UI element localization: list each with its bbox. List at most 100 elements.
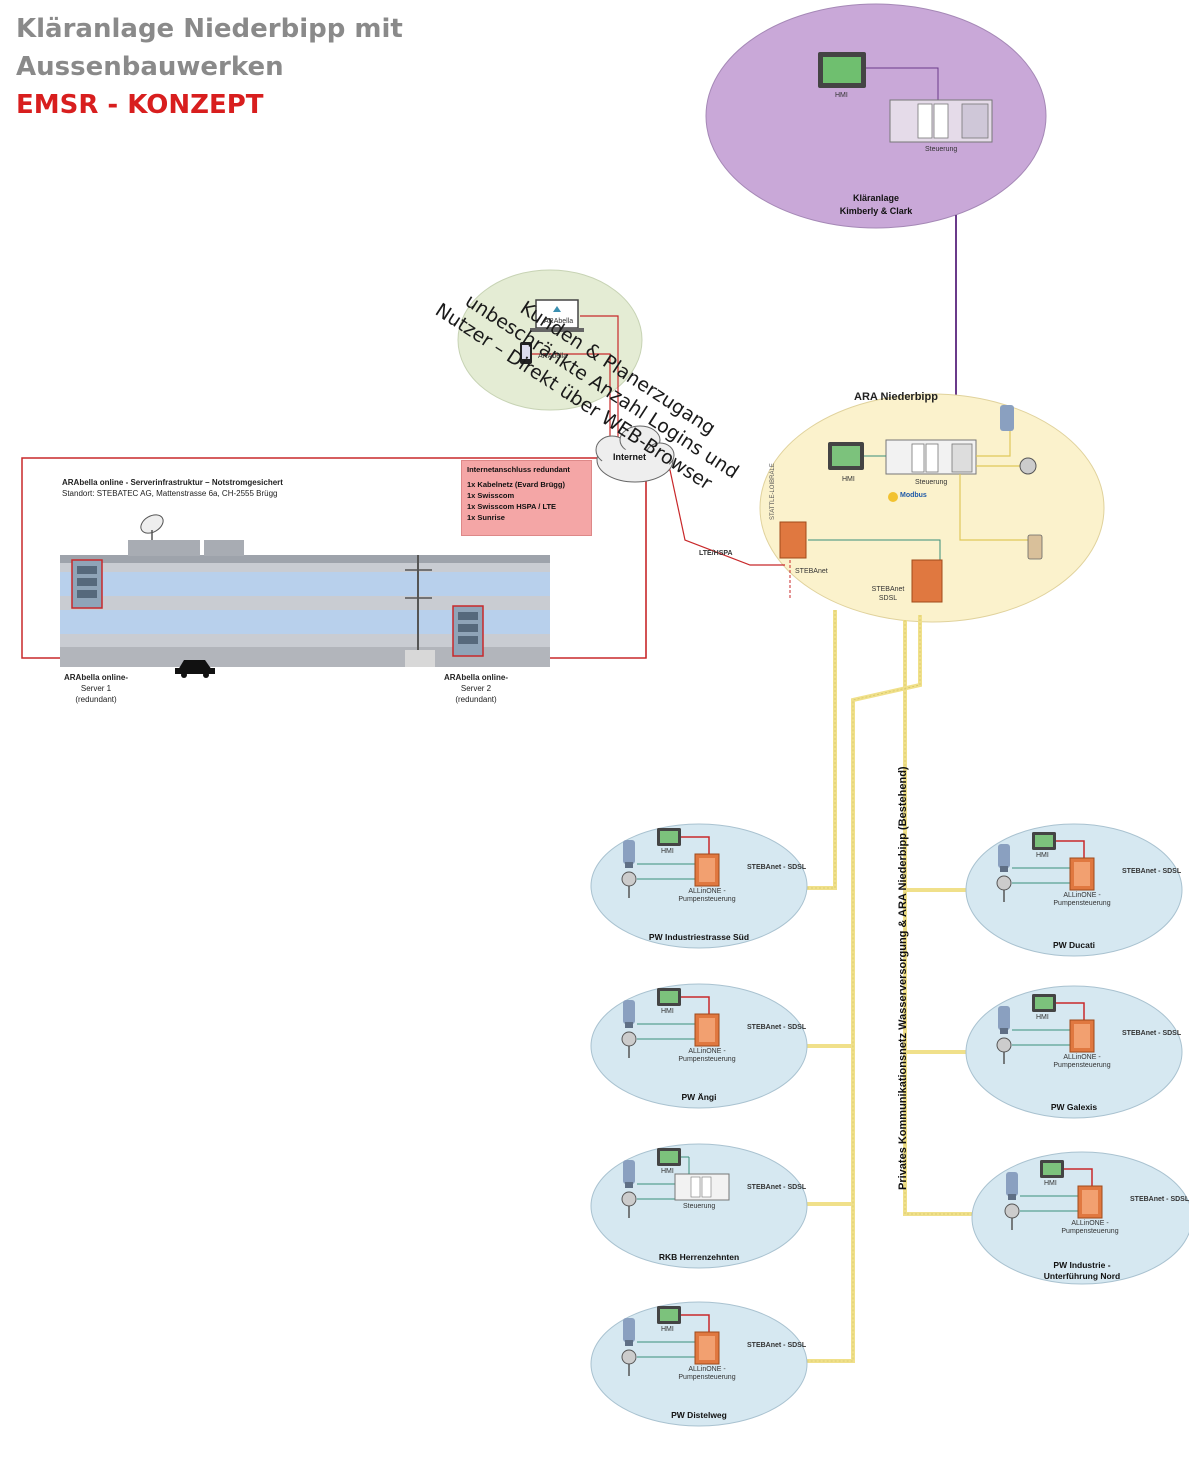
station-pump-icon [623,1318,635,1342]
station-sensor-icon [621,871,637,887]
station-hmi-label: HMI [1044,1180,1057,1187]
station-name: PW Ängi [681,1092,717,1102]
station-sensor-icon [996,1037,1012,1053]
station-hmi-label: HMI [661,848,674,855]
phone-link [532,353,611,440]
server-infra-location: Standort: STEBATEC AG, Mattenstrasse 6a,… [62,489,278,498]
station-allinone-line-2: Pumpensteuerung [678,1056,736,1063]
station-pump-icon [1006,1172,1018,1196]
station-name-line-1: PW Industrie - [1053,1260,1111,1270]
server1-label-line-2: Server 1 [80,684,112,693]
ara-stebanet-label: STEBAnet [795,568,828,575]
ara-plc-icon [885,439,977,475]
laptop-icon [530,299,584,332]
station-stebanet-label: STEBAnet - SDSL [1130,1196,1189,1203]
ara-sensor-icon [1019,457,1037,475]
server2-label-line-2: Server 2 [460,684,492,693]
station-stebanet-label: STEBAnet - SDSL [747,1342,807,1349]
station-sensor-icon [621,1349,637,1365]
station-allinone-line-2: Pumpensteuerung [678,1374,736,1381]
station-name: PW Industriestrasse Süd [648,932,750,942]
ara-vertical-small-label: STATTLE-LOIBRALE [770,463,776,520]
kimberly-hmi-icon [818,52,866,88]
server1-label-line-1: ARAbella online- [63,673,128,682]
station-group [965,823,1183,957]
internet-box-item: 1x Swisscom [467,491,515,500]
station-pump-icon [623,840,635,864]
station-pump-icon [623,1160,635,1184]
station-hmi-label: HMI [661,1326,674,1333]
station-name: PW Galexis [1050,1102,1098,1112]
station-pump-icon [998,844,1010,868]
kimberly-name-2: Kimberly & Clark [839,206,913,216]
server2-icon [452,605,484,657]
title-line-1: Kläranlage Niederbipp mit [16,14,403,44]
station-allinone-line-2: Pumpensteuerung [678,896,736,903]
laptop-brand-label: ARAbella [544,318,574,325]
satellite-dish-icon [140,514,164,540]
ara-stebanet-icon [779,521,807,559]
modbus-logo [888,492,898,502]
station-stebanet-label: STEBAnet - SDSL [1122,868,1182,875]
station-hmi-label: HMI [661,1008,674,1015]
internet-box-item: 1x Swisscom HSPA / LTE [467,502,557,511]
station-allinone-line-1: ALLinONE - [688,1048,726,1055]
access-ellipse [457,269,643,411]
station-allinone-line-1: ALLinONE - [1063,892,1101,899]
ara-stebanet-sdsl-line-2: SDSL [878,595,898,602]
kimberly-ellipse [705,3,1047,229]
station-allinone-line-1: ALLinONE - [688,1366,726,1373]
station-allinone-line-1: ALLinONE - [688,888,726,895]
station-group [971,1151,1189,1285]
ara-hmi-label: HMI [842,476,855,483]
server1-label: ARAbella online- Server 1 (redundant) [36,672,156,705]
station-hmi-label: HMI [661,1168,674,1175]
ara-stebanet-sdsl-line-1: STEBAnet [871,586,905,593]
ara-stebanet-sdsl-label: STEBAnet SDSL [868,585,908,603]
server1-icon [71,559,103,609]
station-sensor-icon [996,875,1012,891]
station-group [590,1301,808,1427]
ara-pump-icon [1000,405,1014,431]
server2-label: ARAbella online- Server 2 (redundant) [416,672,536,705]
station-stebanet-label: STEBAnet - SDSL [747,1024,807,1031]
station-allinone-line-2: Pumpensteuerung [1061,1228,1119,1235]
station-name: RKB Herrenzehnten [658,1252,740,1262]
ara-title: ARA Niederbipp [854,391,938,403]
station-pump-icon [998,1006,1010,1030]
station-allinone-line-2: Pumpensteuerung [1053,1062,1111,1069]
station-stebanet-label: STEBAnet - SDSL [1122,1030,1182,1037]
station-name-line-2: Unterführung Nord [1043,1271,1121,1281]
ara-display-icon [1027,534,1043,560]
station-hmi-label: HMI [1036,852,1049,859]
server1-label-line-3: (redundant) [75,695,117,704]
phone-icon [520,342,532,364]
station-sensor-icon [1004,1203,1020,1219]
internet-box-item: 1x Sunrise [467,513,505,522]
title-line-3: EMSR - KONZEPT [16,90,264,120]
modbus-label: Modbus [900,492,927,499]
station-group [590,1143,808,1269]
server-infra-title: ARAbella online - Serverinfrastruktur – … [62,478,283,487]
internet-box-item: 1x Kabelnetz (Evard Brügg) [467,480,565,489]
station-group [965,985,1183,1119]
phone-label: ARAbella [538,353,568,360]
station-stebanet-label: STEBAnet - SDSL [747,864,807,871]
station-name: PW Ducati [1052,940,1096,950]
kimberly-hmi-label: HMI [835,92,848,99]
ara-stebanet-sdsl-icon [911,559,943,603]
kimberly-name-1: Kläranlage [852,193,900,203]
network-label: Privates Kommunikationsnetz Wasserversor… [897,766,909,1190]
internet-box-title: Internetanschluss redundant [467,465,570,474]
server2-label-line-1: ARAbella online- [443,673,508,682]
internet-cloud [595,425,675,483]
laptop-link [580,315,619,440]
station-hmi-label: HMI [1036,1014,1049,1021]
kimberly-plc-icon [889,99,993,143]
ara-control-label: Steuerung [915,479,948,486]
station-sensor-icon [621,1191,637,1207]
internet-label: Internet [613,452,647,462]
station-name: PW Distelweg [671,1410,727,1420]
station-group [590,983,808,1109]
